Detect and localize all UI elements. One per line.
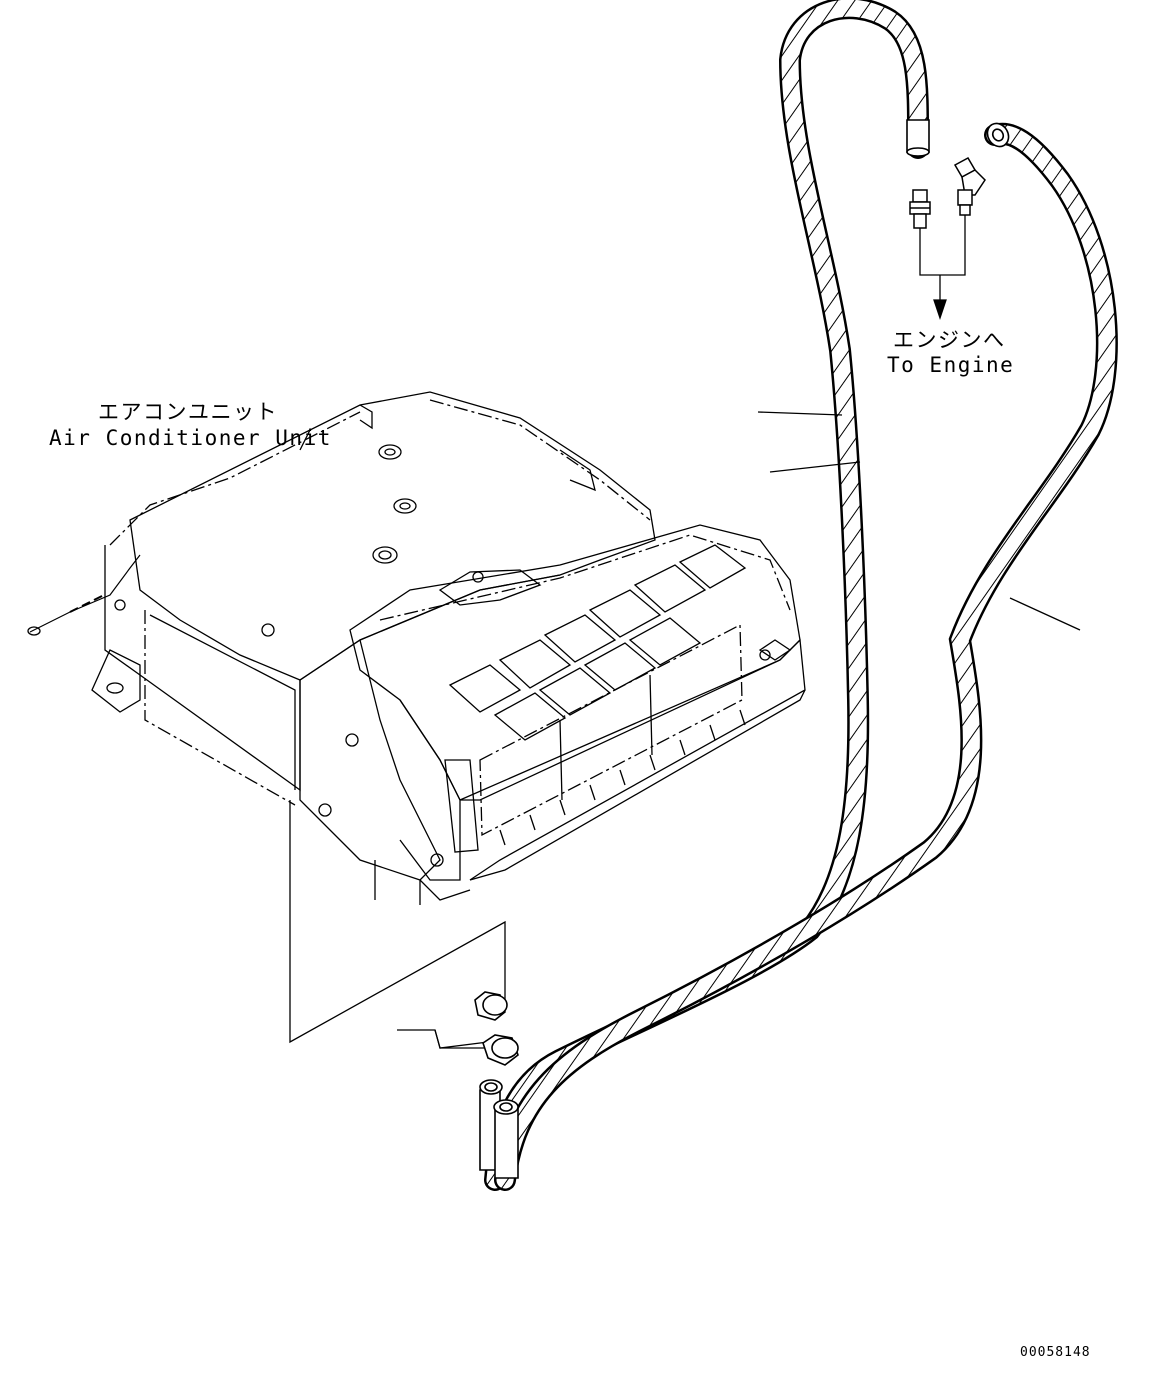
leader-clamp-callout-2 xyxy=(434,1029,488,1049)
wire-harness-wrap xyxy=(69,595,103,613)
center-housing xyxy=(299,638,441,881)
duct-bolt xyxy=(472,571,484,583)
ac-unit-label-jp: エアコンユニット xyxy=(98,400,278,424)
lid-hole-2-inner xyxy=(399,502,411,510)
left-mount-hole xyxy=(106,682,124,694)
callout-lines xyxy=(299,215,1081,631)
engine-label-jp: エンジンへ xyxy=(893,328,1006,352)
lid-hole-3 xyxy=(372,546,398,564)
labels: エアコンユニット Air Conditioner Unit エンジンへ To E… xyxy=(49,328,1091,1360)
leader-hose-1 xyxy=(757,411,843,416)
wire-harness xyxy=(29,554,141,633)
bolt-left-2 xyxy=(261,623,275,637)
bolt-mid-1 xyxy=(345,733,359,747)
bolt-bottom xyxy=(318,803,332,817)
clamp-upper-ring xyxy=(482,994,508,1016)
leader-hose-2 xyxy=(769,461,861,473)
bolt-mid-2 xyxy=(430,853,444,867)
leader-hose-3 xyxy=(1009,597,1081,631)
hose-2-bottom-end xyxy=(494,1107,519,1179)
side-filter-ribs xyxy=(479,623,746,846)
hose-1-bottom-opening-inner xyxy=(484,1082,498,1092)
hose-ends xyxy=(479,119,1010,1179)
air-conditioner-unit xyxy=(27,391,806,905)
cover-outline-dashed-right xyxy=(429,399,651,521)
lid-hole-3-inner xyxy=(378,550,392,560)
clamp-leader-lines xyxy=(289,800,506,1049)
lid-hole-2 xyxy=(393,498,417,514)
straight-nipple-fitting xyxy=(909,189,931,229)
right-foot xyxy=(419,879,471,901)
hose-2-spiral-wrap xyxy=(496,125,1116,1189)
hose-1-spiral-wrap xyxy=(486,0,927,1189)
center-legs xyxy=(374,860,421,905)
lid-tab xyxy=(359,404,373,430)
left-panel xyxy=(149,614,296,790)
left-mount-foot xyxy=(91,649,141,713)
left-panel-dashed xyxy=(144,610,296,806)
ac-unit-label-en: Air Conditioner Unit xyxy=(49,426,332,450)
hose-2-bottom-opening-inner xyxy=(499,1102,513,1112)
leader-ac-unit xyxy=(299,429,311,451)
leader-unit-to-clamp xyxy=(289,800,506,1044)
cover-outline-dashed xyxy=(109,411,361,546)
hose-clamps xyxy=(474,991,519,1066)
duct-connector xyxy=(438,569,542,606)
fitting-bracket xyxy=(919,215,966,276)
lid-hole-1-inner xyxy=(384,448,396,456)
clamp-lower-ring xyxy=(491,1037,519,1059)
blower-box-front xyxy=(399,699,461,881)
drawing-number: 00058148 xyxy=(1020,1345,1091,1360)
leader-clamp-callout xyxy=(397,1029,489,1049)
hose-2-outline xyxy=(494,122,1118,1191)
wire-connector xyxy=(27,626,41,636)
lid-notch xyxy=(559,449,596,492)
bolt-right xyxy=(759,649,771,661)
blower-box-bottom xyxy=(469,689,806,881)
hose-1-top-opening xyxy=(906,147,930,157)
bolt-left-1 xyxy=(114,599,126,611)
drain-channel xyxy=(444,759,479,853)
blower-box-side xyxy=(459,638,806,881)
hose-2-top-opening-inner xyxy=(991,128,1005,142)
elbow-fitting xyxy=(953,156,986,216)
heater-hoses xyxy=(484,0,1118,1191)
top-lid xyxy=(129,391,656,681)
engine-fittings xyxy=(909,156,986,229)
engine-label-en: To Engine xyxy=(887,353,1014,377)
top-grid-panels xyxy=(448,544,747,741)
to-engine-arrow-head xyxy=(933,299,947,321)
lid-hole-1 xyxy=(378,444,402,460)
